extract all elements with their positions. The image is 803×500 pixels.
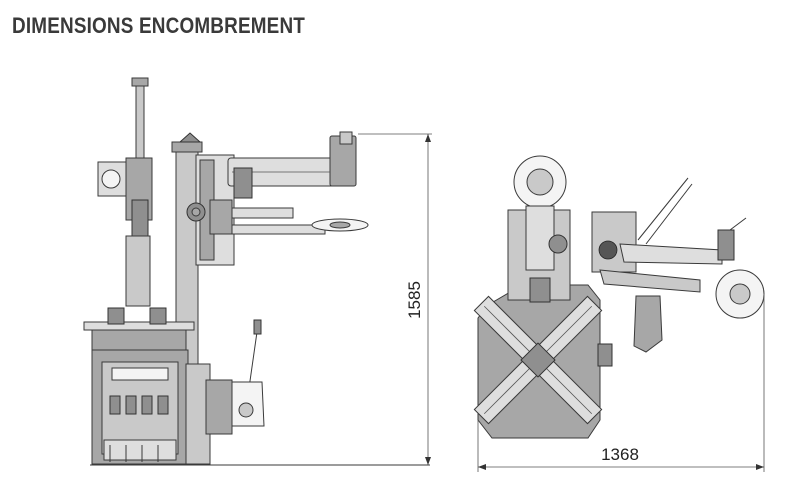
width-arrow-right bbox=[756, 464, 764, 470]
column-top bbox=[178, 132, 202, 143]
cabinet-label bbox=[111, 367, 169, 381]
tool-column bbox=[125, 235, 151, 307]
tool-rod-cap bbox=[131, 77, 149, 87]
top-tool-head bbox=[529, 277, 551, 303]
front-view bbox=[83, 77, 430, 466]
jaw-right bbox=[149, 307, 167, 325]
width-dimension: 1368 bbox=[477, 294, 765, 472]
side-block bbox=[205, 379, 233, 435]
top-disc-hub bbox=[526, 168, 554, 196]
top-arm-block bbox=[525, 205, 555, 271]
lower-arm bbox=[224, 224, 326, 235]
arm-clamp bbox=[233, 167, 253, 199]
helper-arm-top bbox=[619, 243, 723, 265]
top-gear bbox=[598, 240, 618, 260]
cabinet-slot-2 bbox=[125, 395, 137, 415]
jaw-left bbox=[107, 307, 125, 325]
top-view bbox=[473, 155, 765, 439]
upper-arm-knob bbox=[339, 131, 353, 145]
handle-grip bbox=[253, 319, 262, 335]
helper-end-block bbox=[717, 229, 735, 261]
helper-foot bbox=[633, 295, 663, 353]
cabinet-slot-4 bbox=[157, 395, 169, 415]
helper-diagonal-rod-2 bbox=[645, 183, 693, 245]
arm-pivot-center bbox=[191, 207, 201, 217]
helper-diagonal-rod bbox=[637, 177, 689, 241]
cabinet-base bbox=[103, 439, 177, 461]
width-arrow-left bbox=[478, 464, 486, 470]
height-arrow-bottom bbox=[425, 457, 431, 465]
cabinet-slot-1 bbox=[109, 395, 121, 415]
top-pivot bbox=[548, 234, 568, 254]
height-arrow-top bbox=[425, 134, 431, 142]
lever-knob bbox=[238, 402, 254, 418]
tool-box-dial bbox=[101, 169, 121, 189]
height-value: 1585 bbox=[405, 281, 424, 319]
cabinet-slot-3 bbox=[141, 395, 153, 415]
page-title: DIMENSIONS ENCOMBREMENT bbox=[12, 13, 306, 38]
turntable-ring bbox=[91, 329, 187, 351]
arm-housing bbox=[209, 199, 233, 235]
helper-roller-hub bbox=[729, 283, 751, 305]
tool-clamp bbox=[131, 199, 149, 241]
height-dimension: 1585 bbox=[358, 133, 432, 465]
tool-rod bbox=[135, 83, 145, 165]
top-side-housing bbox=[591, 211, 637, 273]
column-cap bbox=[171, 141, 203, 153]
turntable-plate bbox=[83, 321, 195, 331]
top-side-lever bbox=[597, 343, 613, 367]
helper-arm-lower bbox=[599, 269, 701, 293]
pressing-disc-hub bbox=[329, 221, 351, 229]
width-value: 1368 bbox=[601, 445, 639, 464]
helper-end-pin bbox=[729, 217, 747, 231]
turntable-center bbox=[520, 342, 556, 378]
